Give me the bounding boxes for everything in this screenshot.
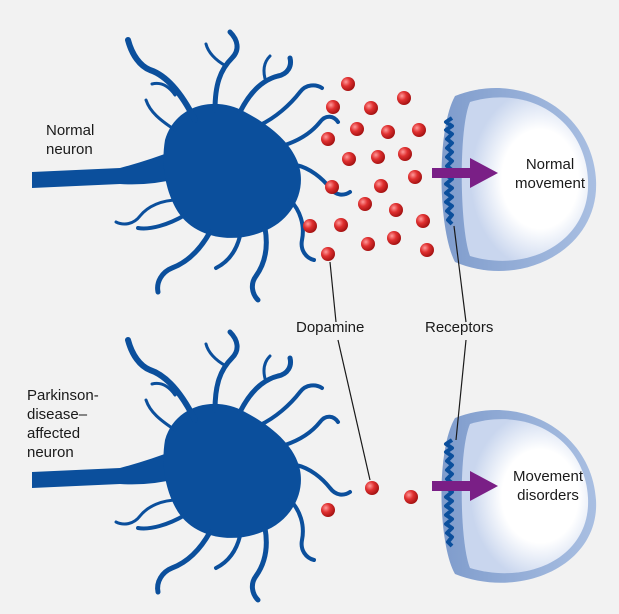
dopamine-leader-bottom (337, 339, 371, 481)
dopamine-molecule-icon (321, 132, 335, 146)
dopamine-cluster-affected (321, 481, 418, 517)
receptor-leader-top (453, 225, 467, 323)
dopamine-molecule-icon (404, 490, 418, 504)
dopamine-molecule-icon (387, 231, 401, 245)
normal-signal-arrow-icon (432, 158, 498, 188)
dopamine-molecule-icon (325, 180, 339, 194)
dopamine-leader-top (329, 261, 337, 323)
dopamine-molecule-icon (398, 147, 412, 161)
dopamine-molecule-icon (364, 101, 378, 115)
receptor-leader-bottom (455, 339, 467, 441)
weak-signal-arrow-icon (432, 471, 498, 501)
dopamine-molecule-icon (420, 243, 434, 257)
dopamine-molecule-icon (365, 481, 379, 495)
dopamine-molecule-icon (408, 170, 422, 184)
affected-receptor-cell-icon (441, 409, 597, 583)
dopamine-molecule-icon (321, 503, 335, 517)
dopamine-molecule-icon (303, 219, 317, 233)
normal-receptor-cell-icon (441, 88, 597, 272)
dopamine-molecule-icon (358, 197, 372, 211)
movement-disorders-label: Movement disorders (512, 468, 584, 504)
receptors-label: Receptors (425, 319, 494, 336)
dopamine-molecule-icon (397, 91, 411, 105)
dopamine-molecule-icon (381, 125, 395, 139)
dopamine-molecule-icon (334, 218, 348, 232)
dopamine-molecule-icon (326, 100, 340, 114)
dopamine-molecule-icon (350, 122, 364, 136)
dopamine-molecule-icon (361, 237, 375, 251)
dopamine-molecule-icon (412, 123, 426, 137)
dopamine-molecule-icon (341, 77, 355, 91)
dopamine-label: Dopamine (296, 319, 365, 336)
dopamine-cluster-normal (303, 77, 434, 261)
normal-movement-label: Normal movement (514, 156, 586, 192)
normal-neuron-label: Normal neuron (46, 122, 95, 158)
dopamine-molecule-icon (389, 203, 403, 217)
dopamine-molecule-icon (342, 152, 356, 166)
dopamine-molecule-icon (416, 214, 430, 228)
parkinson-neuron-label: Parkinson- disease– affected neuron (27, 387, 99, 461)
dopamine-molecule-icon (321, 247, 335, 261)
leader-lines (329, 225, 467, 481)
dopamine-molecule-icon (371, 150, 385, 164)
dopamine-molecule-icon (374, 179, 388, 193)
parkinson-neuron-icon (32, 332, 350, 600)
normal-neuron-icon (32, 32, 350, 300)
